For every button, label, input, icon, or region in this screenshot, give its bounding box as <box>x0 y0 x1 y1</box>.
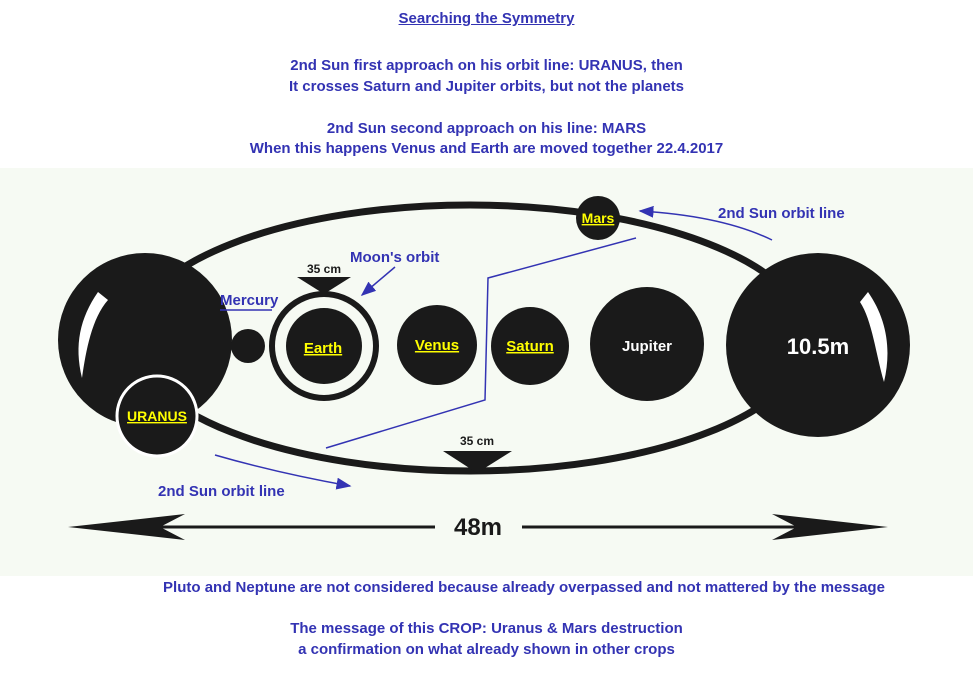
header-line-3: 2nd Sun second approach on his line: MAR… <box>326 120 647 137</box>
header-line-2: It crosses Saturn and Jupiter orbits, bu… <box>288 78 685 95</box>
venus-label: Venus <box>415 337 459 354</box>
mercury-planet <box>231 329 265 363</box>
mercury-label: Mercury <box>220 292 279 309</box>
jupiter-label: Jupiter <box>622 338 672 355</box>
bottom-measure-label: 35 cm <box>460 434 494 448</box>
saturn-label: Saturn <box>506 338 554 355</box>
mars-label: Mars <box>582 210 615 226</box>
top-measure-pointer <box>297 277 351 294</box>
venus-planet <box>397 305 477 385</box>
footer-note: Pluto and Neptune are not considered bec… <box>163 579 885 596</box>
mars-planet <box>576 196 620 240</box>
width-arrow-left <box>68 514 185 540</box>
moon-orbit-pointer <box>360 266 396 296</box>
moon-orbit-label: Moon's orbit <box>350 249 439 266</box>
header-line-4: When this happens Venus and Earth are mo… <box>249 140 724 157</box>
earth-planet <box>286 308 362 384</box>
uranus-label: URANUS <box>127 408 187 424</box>
orbit-line-label-bottom: 2nd Sun orbit line <box>158 483 285 500</box>
orbit-line-arrow-top <box>638 205 773 241</box>
width-arrow-right <box>772 514 888 540</box>
earth-label: Earth <box>304 340 342 357</box>
saturn-planet <box>491 307 569 385</box>
footer-line-2: a confirmation on what already shown in … <box>298 641 675 658</box>
uranus-planet <box>115 374 199 458</box>
bottom-measure-pointer <box>443 451 512 473</box>
page-title: Searching the Symmetry <box>398 10 575 27</box>
orbit-line-arrow-bottom <box>214 454 352 490</box>
right-sun-swirl <box>860 292 888 382</box>
footer-line-1: The message of this CROP: Uranus & Mars … <box>290 620 683 637</box>
top-measure-label: 35 cm <box>307 262 341 276</box>
orbit-line-label-top: 2nd Sun orbit line <box>718 205 845 222</box>
jupiter-planet <box>590 287 704 401</box>
left-sun-swirl <box>78 292 108 378</box>
alignment-line <box>325 237 637 449</box>
header-line-1: 2nd Sun first approach on his orbit line… <box>290 57 683 74</box>
width-label: 48m <box>454 514 502 541</box>
sun-size-label: 10.5m <box>787 334 849 359</box>
